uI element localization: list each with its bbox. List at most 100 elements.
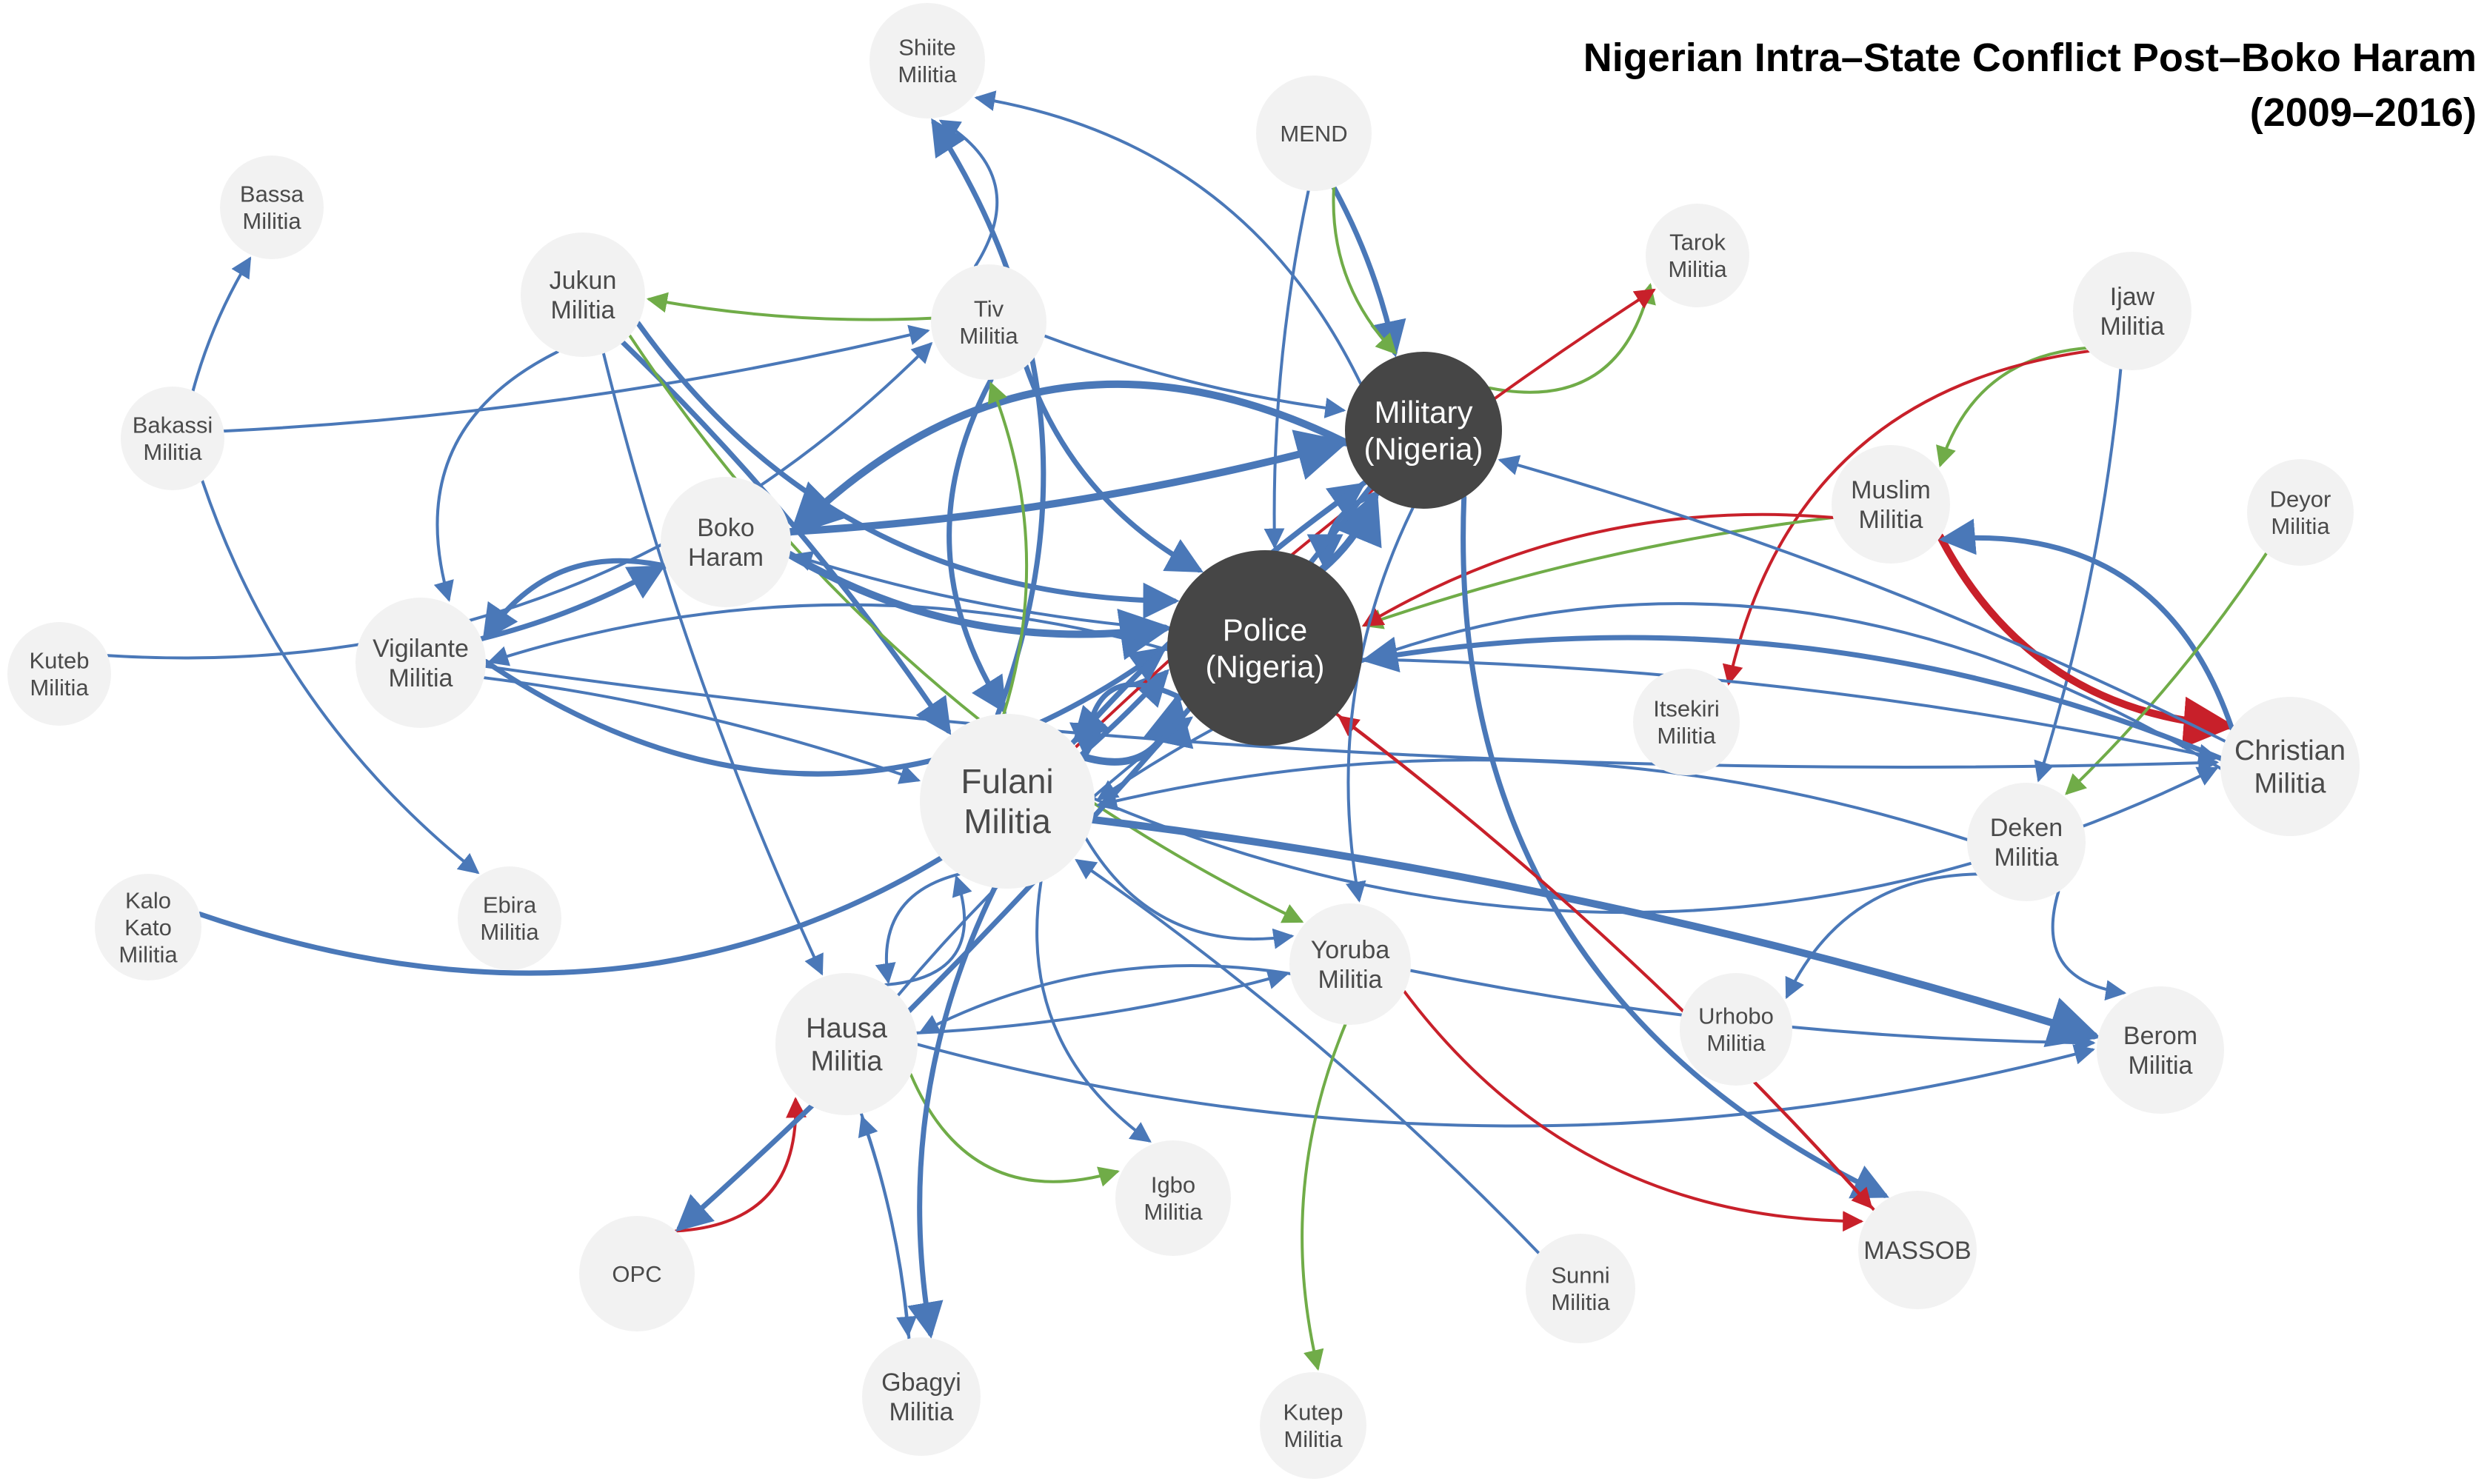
node-bassa-label-0: Bassa (240, 181, 304, 207)
edge-jukun-to-hausa (601, 352, 824, 976)
edge-tiv-to-police (1023, 364, 1204, 573)
edge-hausa-to-berom (916, 1043, 2095, 1128)
node-jukun-label-0: Jukun (550, 267, 617, 295)
edge-deken-to-urhobo (1785, 872, 1978, 1000)
node-kalo-label-1: Kato (124, 915, 172, 940)
node-police-label-0: Police (1223, 612, 1307, 647)
edge-massob-to-police (1338, 715, 1876, 1211)
node-kalo-circle (95, 874, 201, 980)
edge-bakassi-to-ebira (201, 479, 480, 875)
node-tiv-circle (931, 264, 1046, 380)
node-ebira-label-1: Militia (480, 919, 539, 945)
node-opc-circle (579, 1216, 695, 1331)
edge-fulani-to-hausa (875, 872, 961, 984)
node-boko-label-0: Boko (697, 514, 755, 542)
node-deken-label-0: Deken (1990, 814, 2063, 842)
edge-gbagyi-to-hausa (858, 1115, 911, 1340)
edge-military-to-shiite (974, 90, 1362, 385)
node-itsekiri-circle (1633, 669, 1740, 775)
node-military-label-0: Military (1375, 395, 1473, 430)
node-ijaw-circle (2073, 252, 2191, 370)
node-kutep-label-0: Kutep (1283, 1400, 1343, 1425)
edge-mend-to-military (1331, 184, 1406, 358)
edge-bakassi-to-bassa (191, 256, 252, 392)
node-yoruba-circle (1289, 903, 1411, 1025)
node-opc: OPC (579, 1216, 695, 1331)
edge-yoruba-to-massob (1403, 989, 1864, 1232)
edge-christian-to-military (1498, 455, 2227, 743)
node-ebira-circle (458, 866, 561, 970)
edge-mend-to-police (1263, 189, 1310, 549)
node-shiite-circle (869, 3, 985, 118)
node-fulani-label-0: Fulani (961, 762, 1053, 801)
edge-military-to-massob (1461, 495, 1889, 1199)
node-bassa-circle (220, 156, 324, 259)
node-massob-label-0: MASSOB (1863, 1237, 1971, 1265)
node-ijaw-label-1: Militia (2100, 312, 2165, 341)
node-yoruba-label-0: Yoruba (1311, 936, 1390, 964)
node-igbo-label-0: Igbo (1151, 1172, 1195, 1198)
edge-jukun-to-vigilante (433, 350, 560, 602)
node-urhobo-label-0: Urhobo (1698, 1003, 1774, 1029)
node-jukun-circle (521, 233, 645, 357)
edge-military-to-boko (789, 380, 1350, 537)
edge-yoruba-to-kutep (1301, 1023, 1347, 1371)
edge-military-to-police (1306, 491, 1381, 571)
edge-vigilante-to-fulani (482, 676, 921, 784)
edge-deyor-to-deken (2065, 552, 2268, 795)
node-military-label-1: (Nigeria) (1363, 432, 1483, 467)
edge-boko-to-vigilante (482, 558, 668, 642)
edge-tiv-to-jukun (646, 292, 933, 321)
edge-muslim-to-police (1362, 512, 1835, 627)
edge-mend-to-military (1332, 186, 1397, 355)
node-opc-label-0: OPC (612, 1261, 661, 1287)
node-jukun-label-1: Militia (551, 296, 615, 324)
edge-yoruba-to-hausa (918, 964, 1292, 1034)
node-deken-label-1: Militia (1994, 843, 2059, 872)
edge-fulani-to-shiite (931, 118, 1046, 718)
edge-kuteb-to-tiv (106, 341, 933, 660)
edge-police-to-fulani (1069, 681, 1184, 760)
title-line-1: Nigerian Intra–State Conflict Post–Boko … (1583, 36, 2477, 80)
edge-fulani-to-igbo (1035, 880, 1152, 1143)
edge-hausa-to-gbagyi (859, 1112, 918, 1337)
node-tiv-label-0: Tiv (974, 296, 1004, 322)
edge-muslim-to-police (1361, 515, 1835, 629)
node-muslim-circle (1832, 445, 1950, 564)
node-hausa-label-0: Hausa (806, 1013, 888, 1044)
edge-fulani-to-yoruba (1084, 837, 1295, 949)
edge-military-to-yoruba (1345, 507, 1415, 903)
node-gbagyi-label-0: Gbagyi (881, 1368, 961, 1397)
chart-title: Nigerian Intra–State Conflict Post–Boko … (1583, 36, 2477, 135)
node-muslim-label-0: Muslim (1851, 476, 1931, 504)
node-boko-label-1: Haram (688, 544, 764, 572)
node-christian-label-1: Militia (2254, 769, 2326, 800)
node-kuteb-circle (7, 622, 111, 726)
node-ijaw-label-0: Ijaw (2110, 283, 2155, 311)
node-tiv-label-1: Militia (959, 323, 1018, 349)
node-kuteb-label-0: Kuteb (29, 648, 89, 674)
node-itsekiri-label-0: Itsekiri (1653, 696, 1720, 722)
node-igbo-label-1: Militia (1144, 1199, 1203, 1225)
edge-deken-to-fulani (1096, 758, 1969, 841)
node-military-circle (1345, 352, 1502, 509)
node-tarok-label-1: Militia (1668, 256, 1727, 282)
node-christian-circle (2220, 697, 2360, 836)
node-itsekiri-label-1: Militia (1657, 723, 1716, 749)
edge-tiv-to-military (1043, 334, 1346, 418)
node-police-circle (1167, 550, 1363, 746)
edge-police-to-christian (1361, 658, 2220, 765)
